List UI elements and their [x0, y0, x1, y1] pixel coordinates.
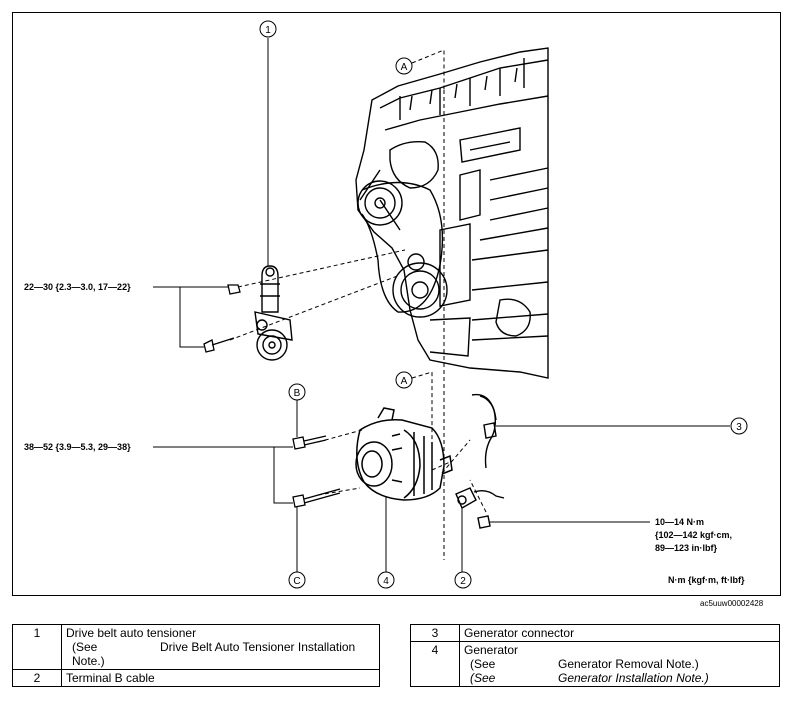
- drive-belt-auto-tensioner: [254, 265, 293, 361]
- legend-desc: Generator (See Generator Removal Note.) …: [459, 641, 780, 687]
- torque-spec-terminal-b-line1: 10—14 N·m: [655, 517, 704, 527]
- callout-a-top: A: [401, 62, 408, 73]
- leader-lines: [153, 38, 730, 572]
- legend-desc: Drive belt auto tensioner (See Drive Bel…: [61, 624, 380, 670]
- callout-b-circle: [288, 383, 306, 401]
- torque-spec-tensioner: 22—30 {2.3—3.0, 17—22}: [24, 282, 131, 292]
- callout-b: B: [294, 388, 301, 399]
- legend-name: Drive belt auto tensioner: [66, 626, 197, 640]
- diagram-frame: [12, 12, 781, 596]
- legend-num: 2: [12, 669, 62, 687]
- tensioner-bolts: [203, 284, 241, 353]
- legend-num: 3: [410, 624, 460, 642]
- legend-table-right: 3 Generator connector 4 Generator (See G…: [410, 624, 780, 687]
- terminal-b-cable: [455, 487, 505, 529]
- legend-see: (See: [470, 657, 496, 671]
- legend-row-4: 4 Generator (See Generator Removal Note.…: [410, 641, 780, 687]
- callout-2-circle: [454, 571, 472, 589]
- legend-name: Generator: [464, 643, 519, 657]
- legend-see: (See: [470, 671, 496, 685]
- legend-see: (See: [72, 640, 98, 654]
- torque-units: N·m {kgf·m, ft·lbf}: [668, 575, 745, 585]
- legend-name: Terminal B cable: [61, 669, 380, 687]
- callout-2: 2: [460, 576, 466, 587]
- callout-3-circle: [730, 417, 748, 435]
- legend-row-3: 3 Generator connector: [410, 624, 780, 642]
- callout-1: 1: [265, 25, 271, 36]
- generator: [355, 407, 453, 501]
- callout-3: 3: [736, 422, 742, 433]
- legend-row-1: 1 Drive belt auto tensioner (See Drive B…: [12, 624, 380, 670]
- callout-a-mid-circle: [395, 371, 413, 389]
- torque-spec-terminal-b-line2: {102—142 kgf·cm,: [655, 530, 732, 540]
- generator-connector-cable: [471, 393, 497, 469]
- callout-1-circle: [259, 20, 277, 38]
- engine-pulleys: [357, 180, 448, 318]
- callout-4-circle: [377, 571, 395, 589]
- exploded-view-diagram: 1 2 3 4 A A B C 22—30 {2.3—3.0, 17—22} 3…: [12, 12, 781, 596]
- reference-lines: [229, 49, 487, 560]
- legend-ref-end: Note.): [72, 654, 105, 668]
- callout-a-mid: A: [401, 376, 408, 387]
- callout-4: 4: [383, 576, 389, 587]
- legend-row-2: 2 Terminal B cable: [12, 669, 380, 687]
- callout-c-circle: [288, 571, 306, 589]
- legend-name: Generator connector: [459, 624, 780, 642]
- legend-table-left: 1 Drive belt auto tensioner (See Drive B…: [12, 624, 380, 687]
- callout-c: C: [293, 576, 300, 587]
- engine-block: [355, 47, 549, 379]
- legend-ref-link[interactable]: Generator Installation Note.): [558, 671, 709, 685]
- figure-id: ac5uuw00002428: [700, 599, 764, 608]
- legend-num: 4: [410, 641, 460, 687]
- torque-spec-generator: 38—52 {3.9—5.3, 29—38}: [24, 442, 131, 452]
- generator-bolts: [292, 435, 341, 508]
- callout-a-top-circle: [395, 57, 413, 75]
- legend-ref-link[interactable]: Generator Removal Note.): [558, 657, 699, 671]
- legend-num: 1: [12, 624, 62, 670]
- torque-spec-terminal-b-line3: 89—123 in·lbf}: [655, 543, 718, 553]
- legend-ref-link[interactable]: Drive Belt Auto Tensioner Installation: [160, 640, 356, 654]
